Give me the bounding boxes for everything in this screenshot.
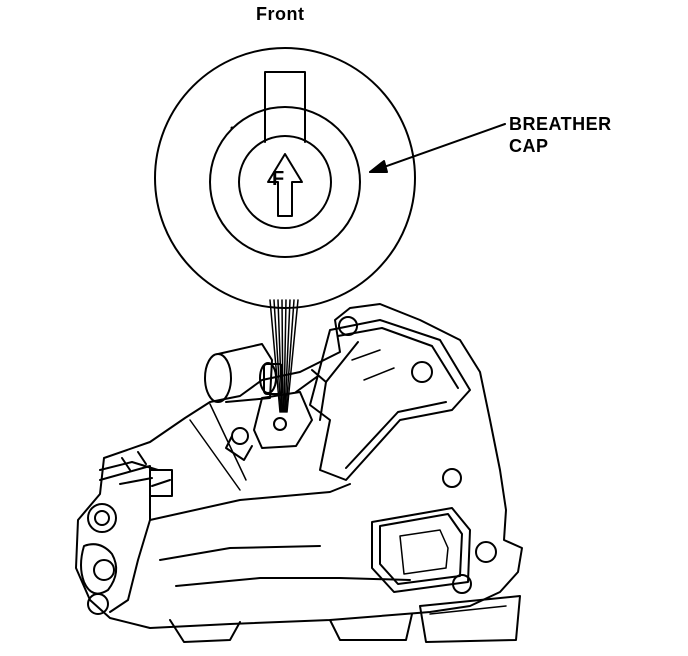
cap-inner-ring bbox=[238, 135, 332, 229]
top-cover bbox=[309, 319, 471, 481]
breather-cap-label-line2: CAP bbox=[509, 136, 549, 156]
callout-leader bbox=[369, 123, 506, 173]
cap-outer-ring bbox=[209, 106, 361, 258]
front-arrow-icon bbox=[267, 153, 303, 217]
cap-tab bbox=[264, 71, 306, 143]
cap-marking-letter: F bbox=[272, 168, 285, 190]
detail-view bbox=[154, 47, 416, 309]
front-label: Front bbox=[256, 4, 305, 24]
breather-cap-location bbox=[225, 363, 313, 461]
stray-dot bbox=[230, 126, 234, 130]
left-bellhousing bbox=[99, 465, 151, 613]
axle-seal-left bbox=[87, 503, 117, 533]
transmission-housing bbox=[75, 303, 523, 643]
shift-cylinder-end bbox=[204, 353, 232, 403]
detail-outer-circle bbox=[154, 47, 416, 309]
breather-cap-label-line1: BREATHER bbox=[509, 114, 612, 134]
